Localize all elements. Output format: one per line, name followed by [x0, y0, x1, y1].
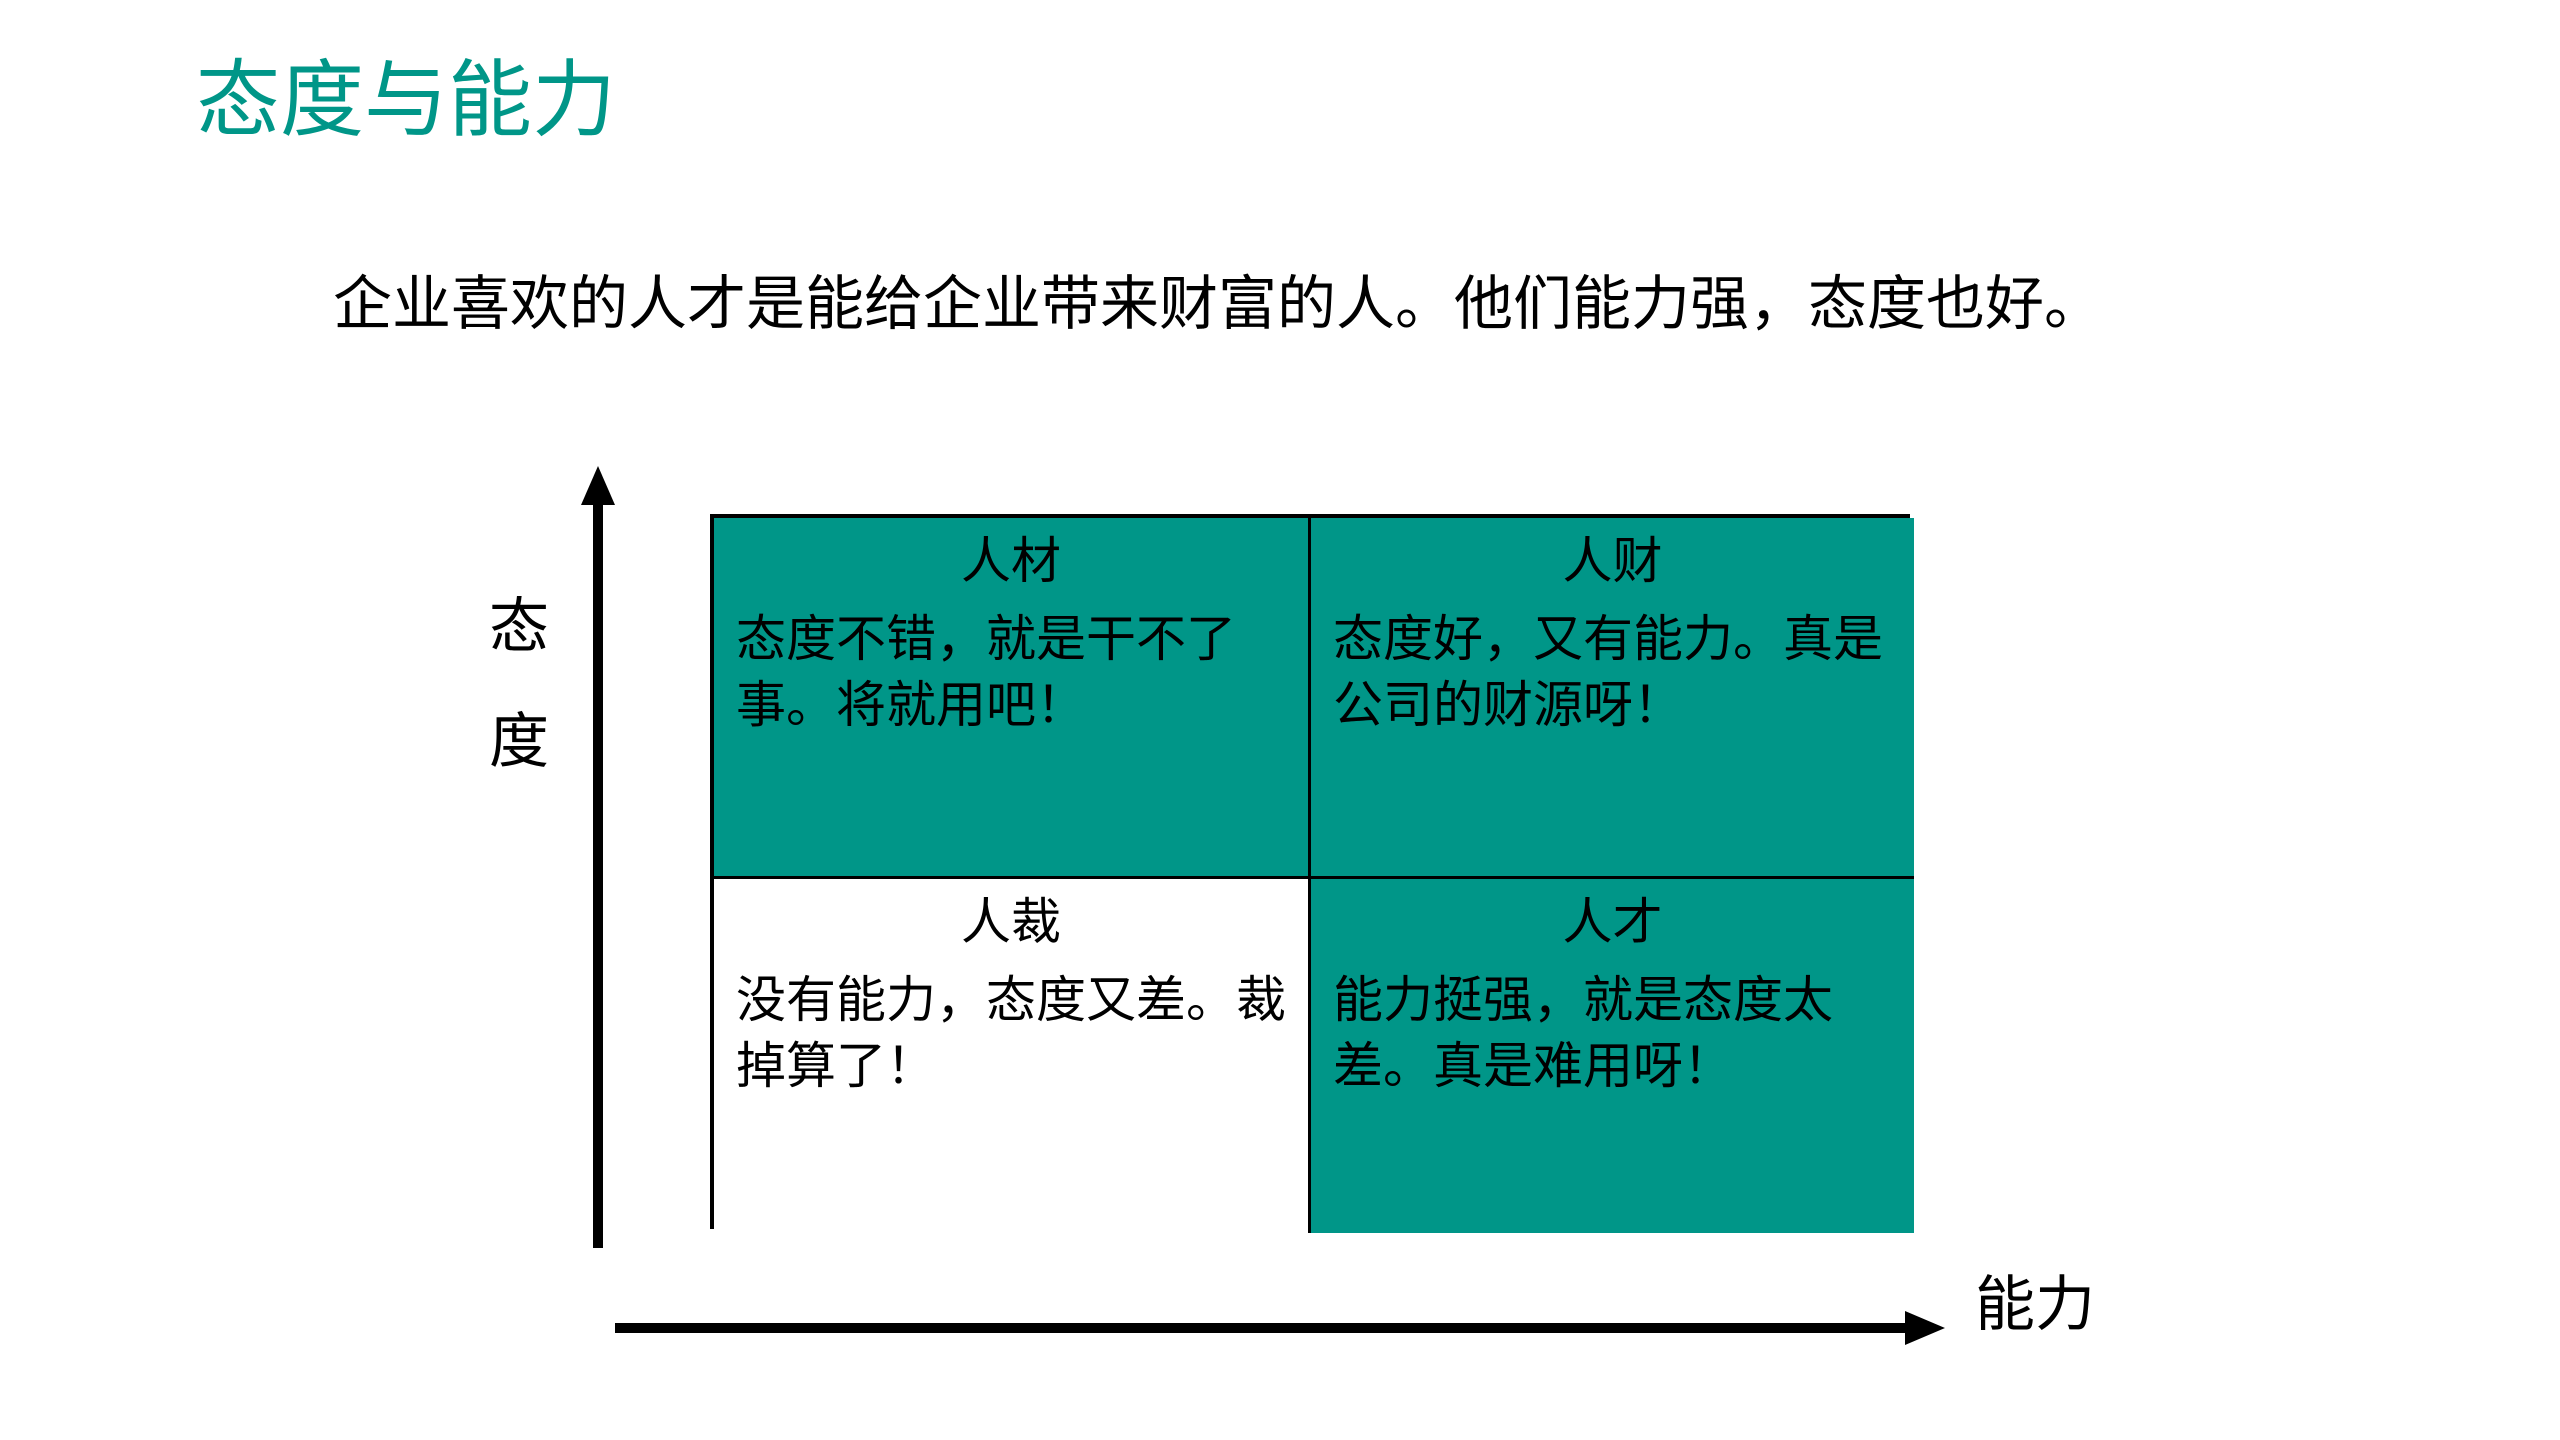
x-axis-arrowhead	[1905, 1311, 1945, 1345]
slide-subtitle: 企业喜欢的人才是能给企业带来财富的人。他们能力强，态度也好。	[333, 269, 2104, 338]
y-axis-label-char-2: 度	[489, 707, 549, 777]
y-axis-arrowhead	[581, 466, 615, 505]
quadrant-bottom-left-title: 人裁	[961, 893, 1061, 951]
y-axis-label: 态 度	[487, 570, 551, 800]
quadrant-bottom-right: 人才 能力挺强，就是态度太差。真是难用呀！	[1311, 879, 1914, 1233]
x-axis-label: 能力	[1975, 1270, 2095, 1340]
quadrant-bottom-left-text: 没有能力，态度又差。裁掉算了！	[736, 971, 1286, 1095]
y-axis-label-char-1: 态	[489, 592, 549, 662]
quadrant-top-left: 人材 态度不错，就是干不了事。将就用吧！	[714, 518, 1311, 879]
quadrant-top-right-text: 态度好，又有能力。真是公司的财源呀！	[1333, 610, 1883, 734]
slide-title: 态度与能力	[196, 51, 617, 149]
quadrant-bottom-right-title: 人才	[1562, 893, 1663, 951]
quadrant-top-left-text: 态度不错，就是干不了事。将就用吧！	[736, 610, 1236, 734]
quadrant-top-left-title: 人材	[961, 532, 1061, 590]
quadrant-matrix: 人材 态度不错，就是干不了事。将就用吧！ 人财 态度好，又有能力。真是公司的财源…	[710, 514, 1914, 1233]
quadrant-top-right: 人财 态度好，又有能力。真是公司的财源呀！	[1311, 518, 1914, 879]
quadrant-top-right-title: 人财	[1562, 532, 1663, 590]
quadrant-bottom-right-text: 能力挺强，就是态度太差。真是难用呀！	[1333, 971, 1833, 1095]
quadrant-bottom-left: 人裁 没有能力，态度又差。裁掉算了！	[714, 879, 1311, 1233]
